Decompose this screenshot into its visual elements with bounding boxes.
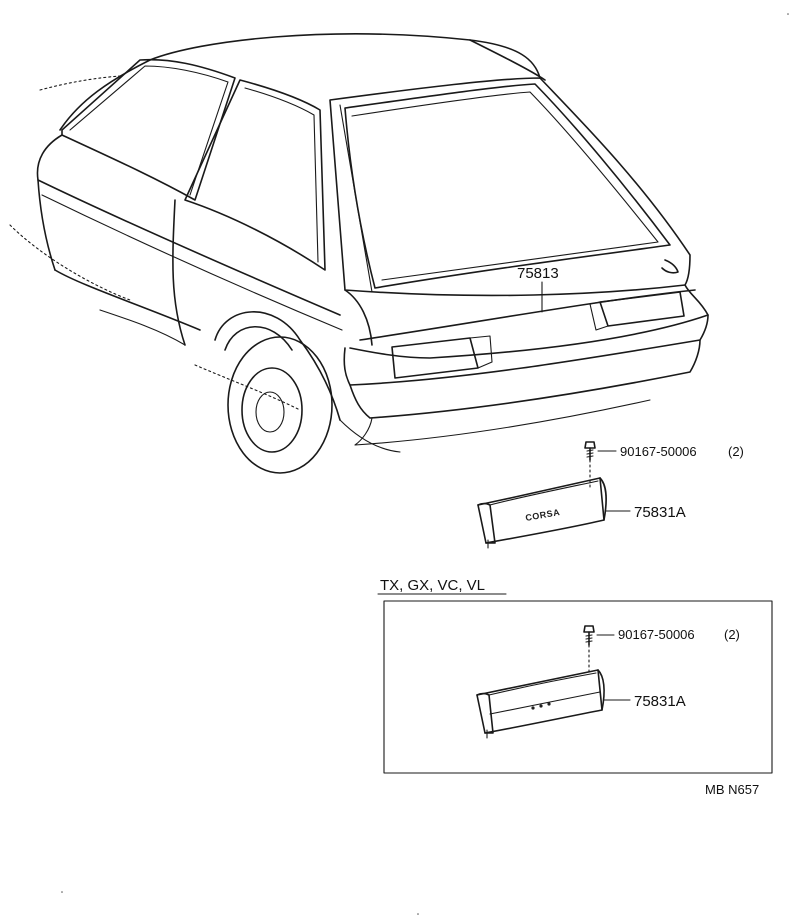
callout-90167-main: 90167-50006 [620, 444, 697, 459]
emblem-plain [476, 669, 605, 739]
callout-75831a-inset: 75831A [634, 693, 686, 710]
callout-90167-inset: 90167-50006 [618, 627, 695, 642]
inset-title: TX, GX, VC, VL [380, 577, 485, 594]
car-body-outline [9, 33, 709, 474]
inset-frame [383, 600, 773, 774]
callout-75813: 75813 [517, 265, 559, 282]
screw-inset [583, 625, 595, 646]
figure-code: MB N657 [705, 782, 759, 797]
emblem-text: CORSA [525, 507, 561, 523]
callout-qty-main: (2) [728, 444, 744, 459]
emblem-corsa: CORSA [477, 477, 607, 549]
callout-75831a-main: 75831A [634, 504, 686, 521]
callout-qty-inset: (2) [724, 627, 740, 642]
screw-main [584, 441, 596, 461]
